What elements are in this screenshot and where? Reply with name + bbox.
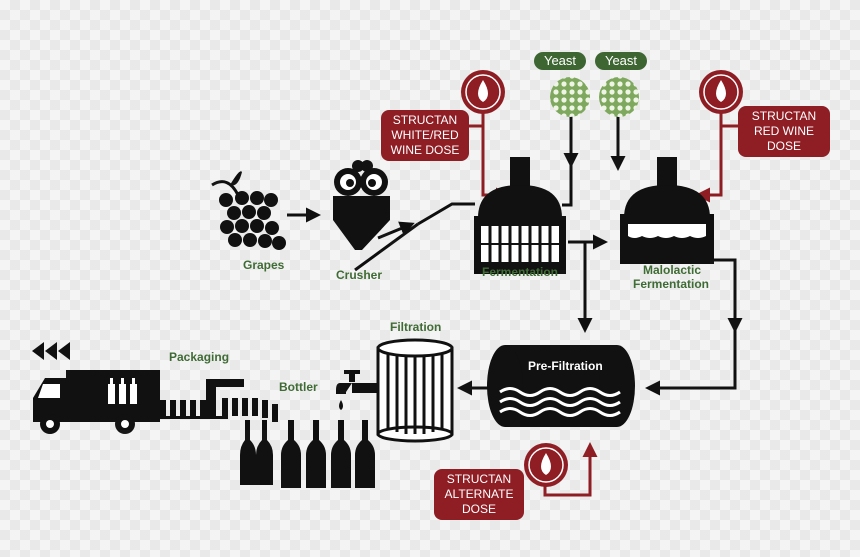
malolactic-label-line1: Malolactic xyxy=(643,263,702,277)
dose-red-wine-line2: RED WINE xyxy=(754,124,814,138)
triple-left-arrow-icon xyxy=(32,342,70,360)
dose-white-red-line3: WINE DOSE xyxy=(390,143,460,157)
yeast-cluster-icon xyxy=(550,77,639,117)
dose-white-red-line1: STRUCTAN xyxy=(392,113,458,127)
dose-alternate-line2: ALTERNATE xyxy=(444,487,514,501)
filtration-drum-icon xyxy=(376,338,454,443)
dose-alternate-line3: DOSE xyxy=(461,502,496,516)
dose-white-red: STRUCTAN WHITE/RED WINE DOSE xyxy=(381,110,469,161)
bottler-label: Bottler xyxy=(279,380,318,394)
packaging-label: Packaging xyxy=(169,350,230,364)
dose-white-red-line2: WHITE/RED xyxy=(391,128,459,142)
dose-red-wine: STRUCTAN RED WINE DOSE xyxy=(738,106,830,157)
drop-icon xyxy=(461,70,743,487)
dose-alternate-line1: STRUCTAN xyxy=(446,472,512,486)
truck-icon xyxy=(33,370,160,434)
grapes-icon xyxy=(211,171,286,250)
malolactic-tank-icon xyxy=(620,157,714,264)
grapes-label: Grapes xyxy=(243,258,285,272)
fermentation-label: Fermentation xyxy=(482,265,559,279)
packaging-machine-icon xyxy=(206,379,244,419)
conveyor-bottles-icon xyxy=(158,398,278,422)
crusher-label: Crusher xyxy=(336,268,383,282)
filtration-label: Filtration xyxy=(390,320,442,334)
pre-filtration-tank-icon xyxy=(487,345,635,427)
dose-red-wine-line1: STRUCTAN xyxy=(751,109,817,123)
yeast-badge-1: Yeast xyxy=(534,52,586,70)
bottles-icon xyxy=(240,420,375,488)
faucet-icon xyxy=(336,370,378,410)
malolactic-label-line2: Fermentation xyxy=(633,277,710,291)
pre-filtration-label: Pre-Filtration xyxy=(528,359,603,373)
crusher-icon xyxy=(333,160,390,250)
fermentation-tank-icon xyxy=(474,157,566,274)
yeast-badge-2: Yeast xyxy=(595,52,647,70)
dose-red-wine-line3: DOSE xyxy=(766,139,801,153)
dose-alternate: STRUCTAN ALTERNATE DOSE xyxy=(434,469,524,520)
